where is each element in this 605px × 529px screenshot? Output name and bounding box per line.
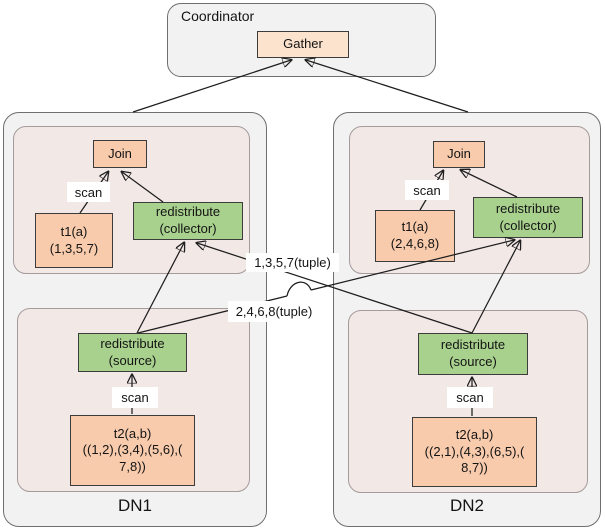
dn1-label: DN1 xyxy=(117,496,152,515)
dn2-join-node: Join xyxy=(433,141,485,168)
dn2-scan-label-lower: scan xyxy=(447,387,493,408)
dn2-redistribute-collector-node: redistribute (collector) xyxy=(473,197,583,238)
dn1-t2-table-node: t2(a,b) ((1,2),(3,4),(5,6),( 7,8)) xyxy=(70,415,195,486)
dn1-scan-label-lower: scan xyxy=(112,387,158,408)
dn1-redistribute-source-node: redistribute (source) xyxy=(78,333,187,372)
dn2-redistribute-source-node: redistribute (source) xyxy=(418,333,528,375)
dn1-t1-table-node: t1(a) (1,3,5,7) xyxy=(35,213,113,268)
dn2-scan-label-upper: scan xyxy=(405,180,449,200)
dn1-join-node: Join xyxy=(93,140,147,168)
tuple-flow-label-to-dn2: 2,4,6,8(tuple) xyxy=(228,301,320,322)
tuple-flow-label-to-dn1: 1,3,5,7(tuple) xyxy=(246,253,339,272)
dn2-t1-table-node: t1(a) (2,4,6,8) xyxy=(375,210,455,262)
dn2-t2-table-node: t2(a,b) ((2,1),(4,3),(6,5),( 8,7)) xyxy=(412,417,537,487)
dn2-label: DN2 xyxy=(449,496,484,515)
dn1-scan-label-upper: scan xyxy=(67,182,110,202)
coordinator-label: Coordinator xyxy=(181,8,255,24)
gather-node: Gather xyxy=(257,31,349,58)
line-hop-arc xyxy=(286,281,312,297)
dn1-redistribute-collector-node: redistribute (collector) xyxy=(133,202,243,240)
